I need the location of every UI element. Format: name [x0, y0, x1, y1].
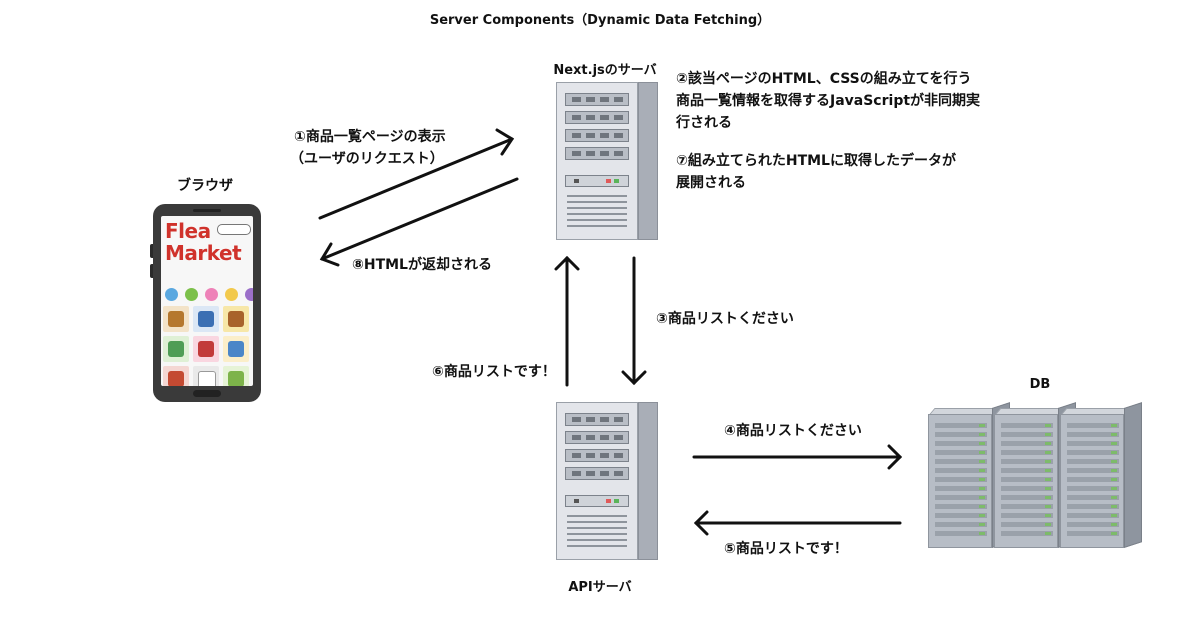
step-1-line-2: （ユーザのリクエスト） — [290, 151, 444, 167]
step-3: ③商品リストください — [656, 311, 794, 327]
next-server-label: Next.jsのサーバ — [553, 63, 657, 78]
step-1-line-1: ①商品一覧ページの表示 — [294, 129, 446, 145]
step-2-line-2: 商品一覧情報を取得するJavaScriptが非同期実 — [676, 93, 981, 109]
arrow-step-1-head — [495, 128, 515, 156]
arrow-step-1 — [318, 137, 514, 220]
browser-label: ブラウザ — [177, 178, 233, 194]
arrow-step-3-head — [621, 370, 647, 386]
arrow-step-8-head — [319, 242, 340, 267]
smartphone-icon: Flea Market — [150, 204, 261, 402]
phone-screen: Flea Market — [161, 216, 253, 386]
db-label: DB — [1029, 377, 1051, 392]
step-2-line-3: 行される — [676, 115, 732, 131]
api-server-label: APIサーバ — [568, 580, 632, 595]
server-tower-icon — [556, 402, 658, 560]
arrow-step-8 — [320, 177, 519, 261]
app-logo-line-1: Flea — [165, 219, 211, 243]
step-8: ⑧HTMLが返却される — [352, 257, 492, 273]
step-2-line-1: ②該当ページのHTML、CSSの組み立てを行う — [676, 71, 972, 87]
diagram-title: Server Components（Dynamic Data Fetching） — [429, 13, 771, 28]
search-icon — [217, 224, 251, 235]
server-tower-icon — [556, 82, 658, 240]
step-4: ④商品リストください — [724, 423, 862, 439]
arrow-step-5-head — [693, 510, 709, 536]
step-7-line-1: ⑦組み立てられたHTMLに取得したデータが — [676, 153, 956, 169]
arrow-step-6-head — [554, 255, 580, 271]
arrow-step-4-head — [887, 444, 903, 470]
step-5: ⑤商品リストです！ — [724, 541, 848, 557]
app-logo-line-2: Market — [165, 241, 242, 265]
step-7-line-2: 展開される — [676, 175, 746, 191]
step-6: ⑥商品リストです！ — [432, 364, 556, 380]
